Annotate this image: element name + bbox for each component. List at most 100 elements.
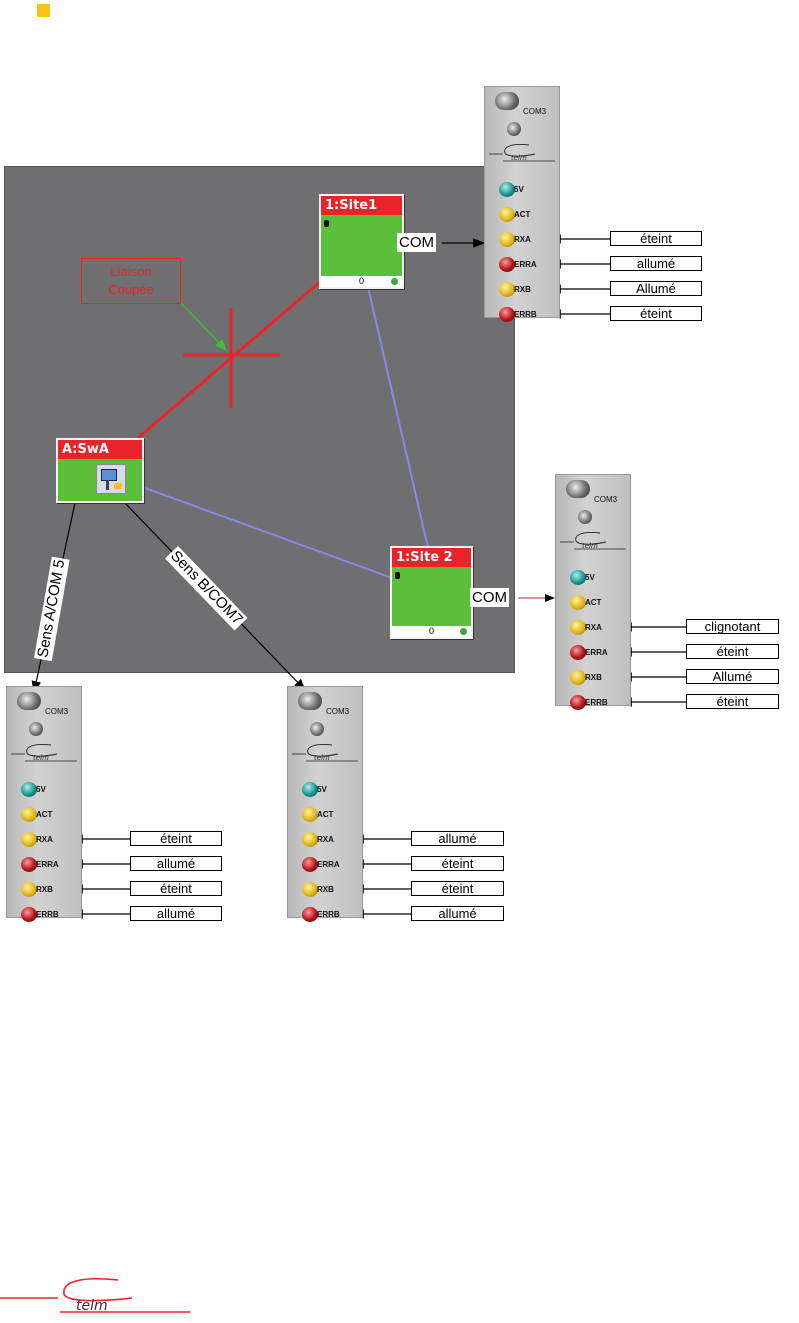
bullet-square: [37, 4, 50, 17]
led-5v-icon: [302, 782, 318, 797]
screw-icon: [566, 480, 590, 498]
node-pin: [324, 220, 329, 227]
state-com7-rxb: éteint: [411, 881, 504, 896]
link-cut-label-line1: Liaison: [110, 264, 152, 279]
led-rxa-icon: [499, 232, 515, 247]
led-5v-icon: [499, 182, 515, 197]
node-count: 0: [358, 276, 364, 286]
led-label: ERRB: [36, 910, 59, 919]
led-erra-icon: [499, 257, 515, 272]
led-rxb-icon: [21, 882, 37, 897]
status-dot: [460, 628, 467, 635]
node-site2[interactable]: 1:Site 2 0: [390, 546, 473, 639]
led-rxa-icon: [570, 620, 586, 635]
panel-header: COM3: [594, 495, 618, 504]
led-erra-icon: [21, 857, 37, 872]
led-act-icon: [302, 807, 318, 822]
led-label: ERRA: [36, 860, 59, 869]
node-site1[interactable]: 1:Site1 0: [319, 194, 404, 289]
led-rxb-icon: [570, 670, 586, 685]
led-rxb-icon: [302, 882, 318, 897]
led-label: ERRA: [585, 648, 608, 657]
led-erra-icon: [302, 857, 318, 872]
node-footer: 0: [392, 626, 471, 637]
screw-icon: [495, 92, 519, 110]
state-site2-erra: éteint: [686, 644, 779, 659]
led-label: ERRB: [585, 698, 608, 707]
state-site1-erra: allumé: [610, 256, 702, 271]
led-label: ERRB: [514, 310, 537, 319]
state-site2-errb: éteint: [686, 694, 779, 709]
led-errb-icon: [21, 907, 37, 922]
state-site1-rxa: éteint: [610, 231, 702, 246]
led-label: 5V: [36, 785, 46, 794]
node-swa[interactable]: A:SwA: [56, 438, 144, 503]
node-footer: 0: [321, 276, 402, 287]
telm-logo-icon: telm: [11, 744, 77, 762]
node-pin: [395, 572, 400, 579]
screw-icon: [17, 692, 41, 710]
svg-text:telm: telm: [76, 1298, 108, 1314]
state-com7-erra: éteint: [411, 856, 504, 871]
led-label: RXA: [317, 835, 334, 844]
led-label: RXA: [514, 235, 531, 244]
node-count: 0: [428, 626, 434, 636]
state-com7-rxa: allumé: [411, 831, 504, 846]
svg-text:telm: telm: [511, 154, 527, 162]
svg-text:telm: telm: [582, 542, 598, 550]
led-act-icon: [21, 807, 37, 822]
led-rxa-icon: [21, 832, 37, 847]
led-errb-icon: [570, 695, 586, 710]
led-label: RXA: [585, 623, 602, 632]
panel-com5: COM3 telm 5V ACT RXA ERRA RXB ERRB: [6, 686, 82, 922]
state-site1-errb: éteint: [610, 306, 702, 321]
panel-header: COM3: [523, 107, 547, 116]
telm-logo-icon: telm: [489, 144, 555, 162]
led-act-icon: [499, 207, 515, 222]
led-label: RXB: [514, 285, 531, 294]
link-site1-site2: [367, 286, 429, 549]
state-site1-rxb: Allumé: [610, 281, 702, 296]
led-label: ERRB: [317, 910, 340, 919]
led-label: ERRA: [317, 860, 340, 869]
node-swa-title: A:SwA: [58, 440, 142, 459]
state-site2-rxa: clignotant: [686, 619, 779, 634]
led-label: ACT: [585, 598, 602, 607]
screw-icon: [578, 510, 592, 524]
led-label: RXA: [36, 835, 53, 844]
led-label: ERRA: [514, 260, 537, 269]
screw-icon: [310, 722, 324, 736]
led-label: ACT: [514, 210, 531, 219]
link-cut-label-line2: Coupée: [108, 282, 154, 297]
status-dot: [391, 278, 398, 285]
panel-header: COM3: [45, 707, 69, 716]
panel-header: COM3: [326, 707, 350, 716]
switch-icon: [96, 464, 126, 494]
led-label: 5V: [514, 185, 524, 194]
link-swa-site2: [144, 487, 393, 579]
state-com5-rxa: éteint: [130, 831, 222, 846]
led-rxa-icon: [302, 832, 318, 847]
state-com5-rxb: éteint: [130, 881, 222, 896]
state-site2-rxb: Allumé: [686, 669, 779, 684]
led-label: RXB: [36, 885, 53, 894]
led-label: RXB: [317, 885, 334, 894]
svg-text:telm: telm: [314, 754, 330, 762]
node-site2-title: 1:Site 2: [392, 548, 471, 567]
annotation-arrow: [179, 301, 227, 351]
led-5v-icon: [21, 782, 37, 797]
telm-logo-icon: telm: [0, 1277, 190, 1314]
state-com5-errb: allumé: [130, 906, 222, 921]
led-act-icon: [570, 595, 586, 610]
led-label: ACT: [36, 810, 53, 819]
screw-icon: [507, 122, 521, 136]
led-errb-icon: [302, 907, 318, 922]
telm-logo-icon: telm: [292, 744, 358, 762]
telm-logo-icon: telm: [560, 532, 626, 550]
svg-text:telm: telm: [33, 754, 49, 762]
panel-site1: COM3 telm 5V ACT RXA ERRA RXB ERRB: [484, 86, 560, 322]
screw-icon: [298, 692, 322, 710]
